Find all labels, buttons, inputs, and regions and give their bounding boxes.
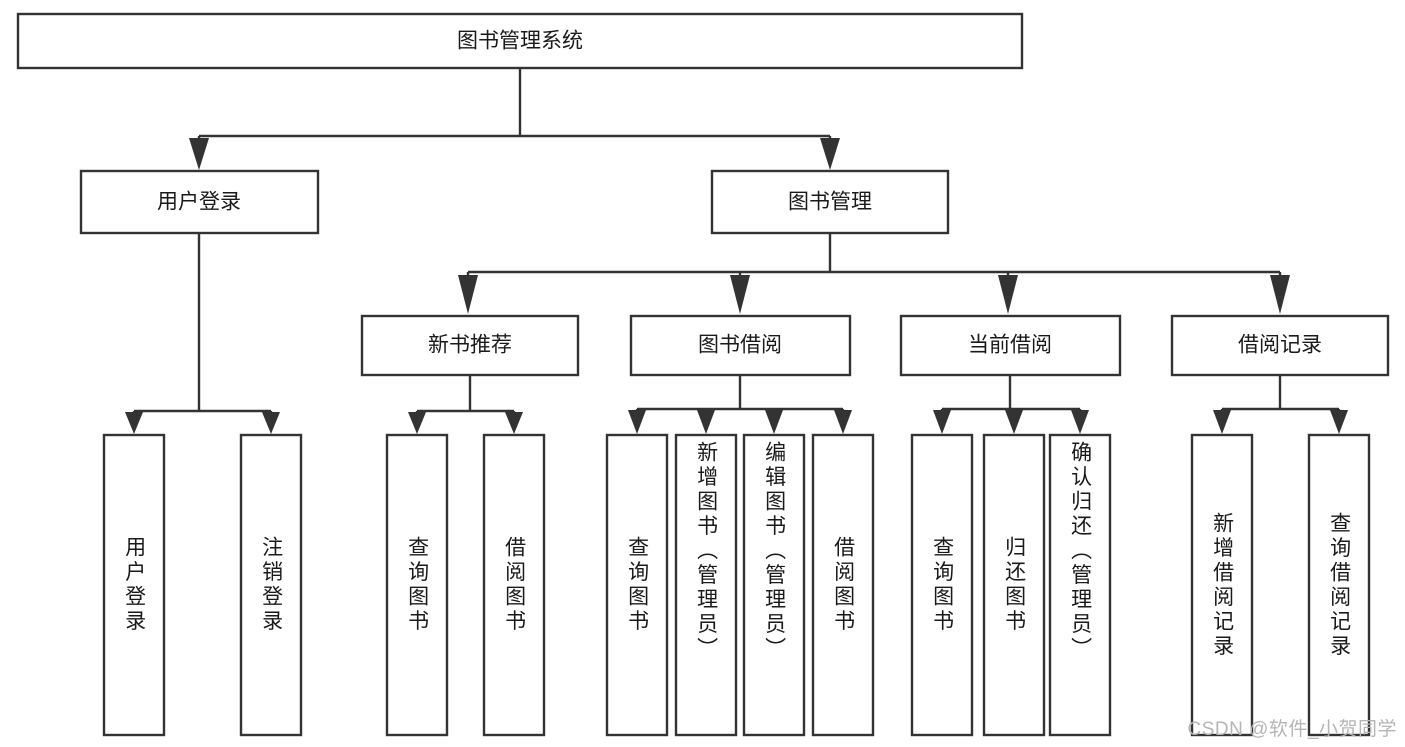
leaf-box-return-book[interactable]	[982, 433, 1046, 737]
node-label-book-borrow: 图书借阅	[698, 334, 782, 357]
watermark-text: CSDN @软件_小贺同学	[1187, 719, 1397, 740]
arrow-head-icon	[820, 138, 840, 170]
arrow-head-icon	[458, 275, 478, 314]
edge-group-book-borrow	[628, 375, 852, 434]
leaf-box-borrow-book-new[interactable]	[482, 433, 546, 737]
leaf-box-query-book-new[interactable]	[385, 433, 449, 737]
arrow-head-icon	[1005, 410, 1023, 434]
leaf-box-logout[interactable]	[239, 433, 303, 737]
edge-group-book-mgmt	[458, 233, 1290, 314]
leaf-box-confirm-return-admin[interactable]	[1048, 433, 1112, 737]
node-box-book-management[interactable]	[710, 169, 950, 235]
arrow-head-icon	[998, 275, 1018, 314]
leaf-box-borrow-book[interactable]	[811, 433, 875, 737]
edge-group-new-book-rec	[408, 375, 523, 434]
arrow-head-icon	[505, 412, 523, 434]
arrow-head-icon	[628, 410, 646, 434]
leaf-box-edit-book-admin[interactable]	[742, 433, 806, 737]
node-box-borrow-record[interactable]	[1170, 314, 1390, 377]
node-book-management[interactable]: 图书管理	[710, 169, 950, 235]
node-box-current-borrow[interactable]	[899, 314, 1122, 377]
node-user-login[interactable]: 用户登录	[79, 169, 320, 235]
edge-group-root	[189, 68, 840, 170]
leaf-boxes-group	[102, 433, 1371, 737]
node-label-book-management: 图书管理	[788, 191, 872, 214]
node-label-root: 图书管理系统	[457, 30, 583, 53]
node-box-new-book-recommend[interactable]	[360, 314, 580, 377]
node-box-root[interactable]	[16, 12, 1024, 70]
edge-group-user-login	[125, 233, 280, 434]
node-label-new-book-recommend: 新书推荐	[428, 334, 512, 357]
arrow-head-icon	[189, 138, 209, 170]
arrow-head-icon	[1270, 275, 1290, 314]
node-new-book-recommend[interactable]: 新书推荐	[360, 314, 580, 377]
node-box-book-borrow[interactable]	[629, 314, 852, 377]
leaf-box-query-book-borrow[interactable]	[605, 433, 669, 737]
node-label-borrow-record: 借阅记录	[1238, 334, 1322, 357]
arrow-head-icon	[125, 412, 143, 434]
node-root-system[interactable]: 图书管理系统	[16, 12, 1024, 70]
node-current-borrow[interactable]: 当前借阅	[899, 314, 1122, 377]
node-borrow-record[interactable]: 借阅记录	[1170, 314, 1390, 377]
arrow-head-icon	[765, 410, 783, 434]
edge-group-borrow-record	[1213, 375, 1348, 434]
leaf-box-add-borrow-record[interactable]	[1190, 433, 1254, 737]
leaf-box-user-login[interactable]	[102, 433, 166, 737]
leaf-box-add-book-admin[interactable]	[674, 433, 738, 737]
node-book-borrow[interactable]: 图书借阅	[629, 314, 852, 377]
node-label-current-borrow: 当前借阅	[968, 334, 1052, 357]
node-label-user-login: 用户登录	[157, 191, 241, 214]
arrow-head-icon	[1213, 410, 1231, 434]
arrow-head-icon	[834, 410, 852, 434]
node-box-user-login[interactable]	[79, 169, 320, 235]
edge-group-current-borrow	[933, 375, 1089, 434]
arrow-head-icon	[408, 412, 426, 434]
arrow-head-icon	[1330, 410, 1348, 434]
arrow-head-icon	[697, 410, 715, 434]
arrow-head-icon	[933, 410, 951, 434]
leaf-box-query-borrow-record[interactable]	[1307, 433, 1371, 737]
arrow-head-icon	[262, 412, 280, 434]
arrow-head-icon	[1071, 410, 1089, 434]
leaf-box-query-book-current[interactable]	[910, 433, 974, 737]
arrow-head-icon	[730, 275, 750, 314]
